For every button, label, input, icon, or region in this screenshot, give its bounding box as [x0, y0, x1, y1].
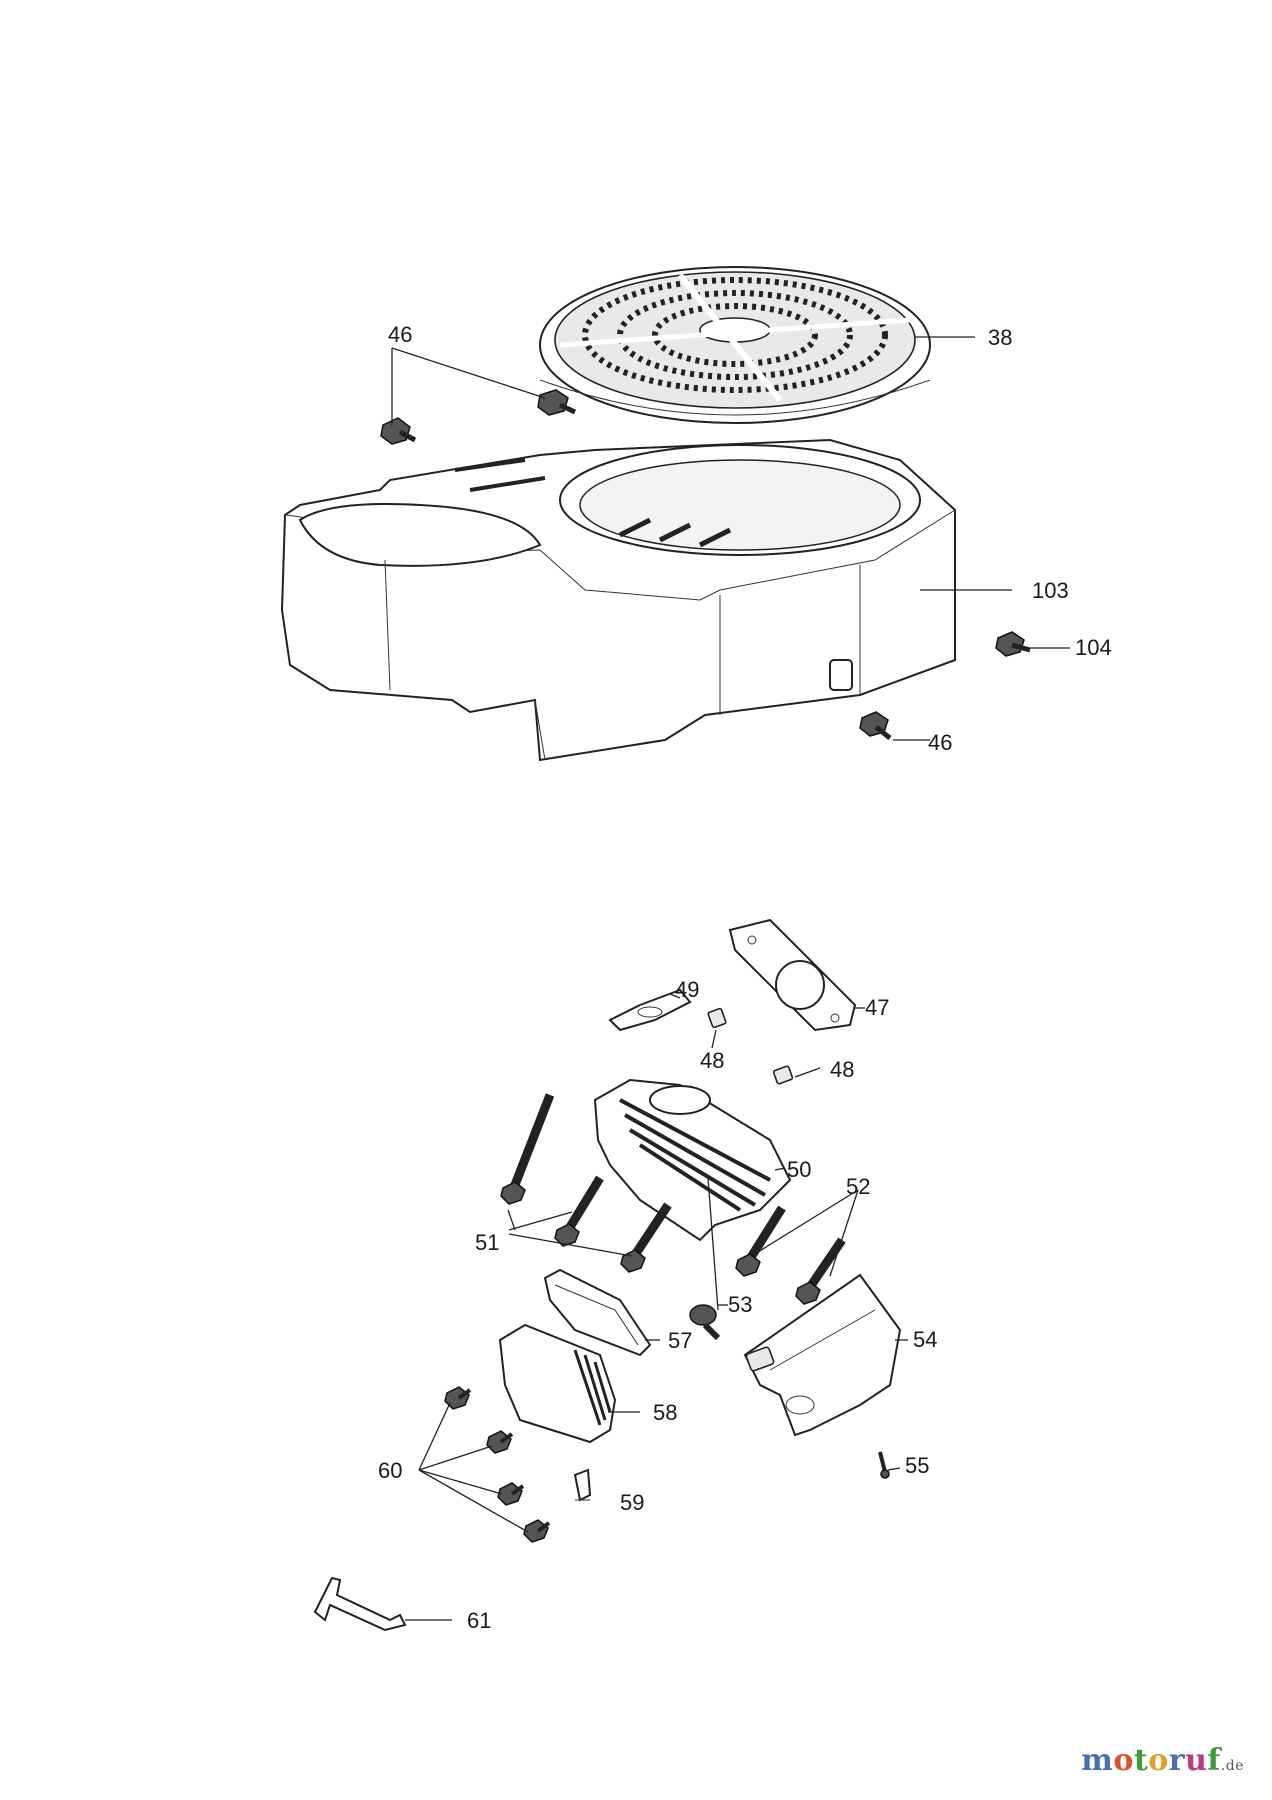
callout-59: 59 [620, 1490, 644, 1515]
screw-55-part [878, 1451, 890, 1479]
callout-103: 103 [1032, 578, 1069, 603]
bolt-51-part-c [620, 1202, 672, 1273]
callout-48-right: 48 [830, 1057, 854, 1082]
logo-letter: u [1185, 1743, 1208, 1778]
valve-cover-58-part [498, 1323, 617, 1444]
dowel-48-part-a [707, 1007, 727, 1029]
gasket-49-part [608, 988, 692, 1032]
logo-letter: t [1133, 1743, 1149, 1778]
upper-leader-lines [391, 336, 1070, 741]
dowel-48-part-b [772, 1065, 794, 1085]
callout-58: 58 [653, 1400, 677, 1425]
callout-53: 53 [728, 1292, 752, 1317]
gasket-47-part [728, 918, 857, 1032]
callout-38: 38 [988, 325, 1012, 350]
bolt-46-lower [859, 711, 892, 740]
callout-46-bottom: 46 [928, 730, 952, 755]
callout-51: 51 [475, 1230, 499, 1255]
fan-screen-part [539, 266, 931, 424]
logo-letter: o [1113, 1743, 1134, 1778]
lower-leader-lines [405, 993, 908, 1621]
bolt-51-part-b [554, 1175, 604, 1247]
bolt-51-part-a [500, 1093, 555, 1205]
callout-61: 61 [467, 1608, 491, 1633]
bolt-60-part-d [523, 1519, 551, 1543]
logo-letter: m [1081, 1743, 1114, 1778]
site-logo: motoruf.de [1081, 1743, 1244, 1778]
bolt-60-part-c [497, 1482, 525, 1506]
callout-47: 47 [865, 995, 889, 1020]
callout-104: 104 [1075, 635, 1112, 660]
callout-50: 50 [787, 1157, 811, 1182]
cylinder-head-50-part [593, 1078, 792, 1242]
logo-letter: o [1148, 1743, 1169, 1778]
callout-55: 55 [905, 1453, 929, 1478]
callout-49: 49 [675, 977, 699, 1002]
callout-48-left: 48 [700, 1048, 724, 1073]
spark-plug-53-part [689, 1304, 721, 1341]
blower-housing-part [280, 438, 956, 762]
callout-60: 60 [378, 1458, 402, 1483]
bracket-61-part [313, 1576, 407, 1632]
bolt-52-part-b [795, 1237, 846, 1305]
callout-54: 54 [913, 1327, 937, 1352]
bolt-46-upper-right [537, 389, 577, 416]
bracket-59-part [573, 1468, 592, 1502]
callout-52: 52 [846, 1174, 870, 1199]
logo-suffix: .de [1220, 1758, 1244, 1774]
bolt-46-upper-left [380, 417, 417, 445]
bolt-104 [995, 631, 1031, 657]
logo-letter: f [1207, 1743, 1221, 1778]
bolt-52-part-a [735, 1205, 786, 1277]
logo-letter: r [1168, 1743, 1186, 1778]
callout-46-top: 46 [388, 322, 412, 347]
bolt-60-part-b [486, 1430, 514, 1454]
shroud-54-part [743, 1273, 902, 1437]
gasket-57-part [543, 1268, 652, 1357]
bolt-60-part-a [444, 1386, 472, 1410]
callout-57: 57 [668, 1328, 692, 1353]
